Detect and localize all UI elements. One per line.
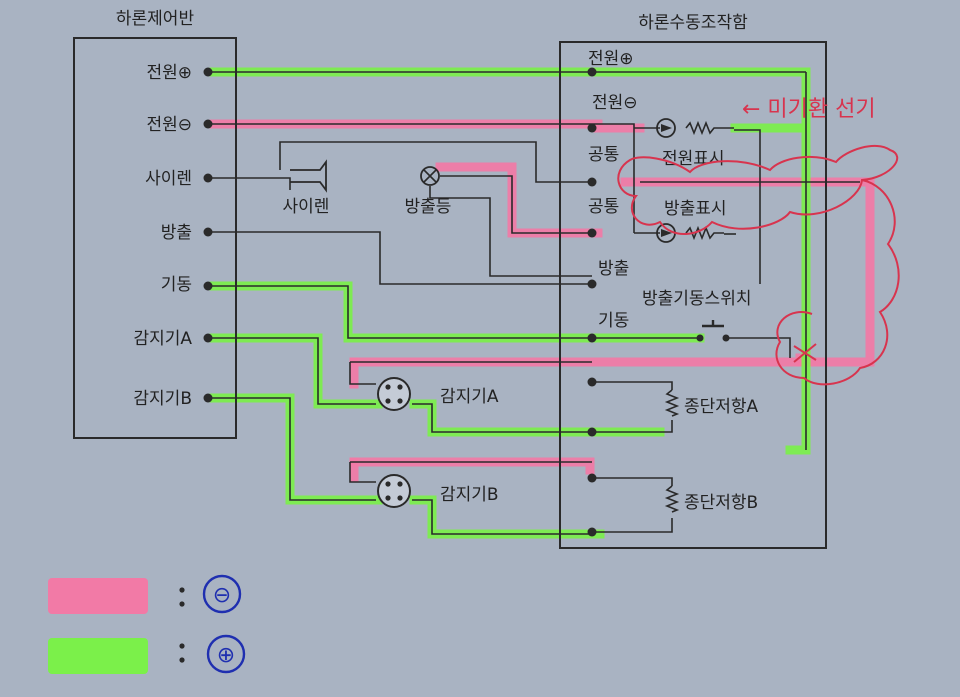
terminal-dot <box>203 333 213 343</box>
halon-control-panel-title: 하론제어반 <box>116 9 195 29</box>
terminal-dot <box>203 173 213 183</box>
legend-minus-circle <box>202 574 242 614</box>
detector-b-icon <box>377 474 411 508</box>
handwritten-note: ← 미기환 선기 <box>742 97 876 122</box>
left-terminal-power-minus: 전원⊖ <box>146 115 192 135</box>
legend: ⊖ ⊕ <box>48 574 246 674</box>
left-terminal-siren: 사이렌 <box>145 169 192 189</box>
manual-operation-box <box>559 41 827 549</box>
halon-control-panel-box <box>73 37 237 439</box>
right-terminal-start: 기동 <box>598 311 629 331</box>
terminal-dot <box>587 123 597 133</box>
left-terminal-release: 방출 <box>161 223 192 243</box>
terminal-dot <box>203 281 213 291</box>
red-pen-marks <box>617 145 900 386</box>
end-resistor-b-label: 종단저항B <box>684 493 758 513</box>
release-lamp-label: 방출등 <box>405 197 452 217</box>
right-terminal-release: 방출 <box>598 259 629 279</box>
detector-b-label: 감지기B <box>440 485 499 505</box>
right-terminal-common-2: 공통 <box>588 197 619 217</box>
end-resistor-a-label: 종단저항A <box>684 397 759 417</box>
release-start-switch-label: 방출기동스위치 <box>642 289 751 309</box>
resistor-power-lamp <box>685 120 734 136</box>
terminal-dot <box>203 227 213 237</box>
siren-label: 사이렌 <box>283 197 330 217</box>
power-indicator-label: 전원표시 <box>662 149 725 169</box>
legend-positive-symbol: ⊕ <box>217 643 235 668</box>
right-terminal-common-1: 공통 <box>588 145 619 165</box>
left-terminals: 전원⊕ 전원⊖ 사이렌 방출 기동 감지기A 감지기B <box>133 63 213 409</box>
resistor-a-zigzag <box>664 389 680 417</box>
legend-negative-symbol: ⊖ <box>213 583 231 608</box>
left-terminal-detector-a: 감지기A <box>133 329 192 349</box>
resistor-release-lamp <box>685 225 724 241</box>
left-terminal-start: 기동 <box>161 275 192 295</box>
terminal-dot <box>203 119 213 129</box>
power-indicator-lamp-icon <box>656 118 676 138</box>
left-terminal-power-plus: 전원⊕ <box>146 63 192 83</box>
siren-icon <box>290 159 327 193</box>
right-terminal-power-plus: 전원⊕ <box>588 49 634 69</box>
right-terminal-power-minus: 전원⊖ <box>592 93 638 113</box>
resistor-b-zigzag <box>664 485 680 513</box>
manual-operation-box-title: 하론수동조작함 <box>638 13 748 33</box>
release-indicator-label: 방출표시 <box>664 199 727 219</box>
detector-a-label: 감지기A <box>440 387 499 407</box>
negative-highlight-wires <box>209 119 875 483</box>
detector-a-icon <box>377 377 411 411</box>
terminal-dot <box>587 473 597 483</box>
release-lamp-icon <box>420 166 440 186</box>
left-terminal-detector-b: 감지기B <box>133 389 192 409</box>
legend-swatch-positive <box>48 638 148 674</box>
terminal-dot <box>587 527 597 537</box>
legend-swatch-negative <box>48 578 148 614</box>
legend-plus-circle <box>206 634 246 674</box>
terminal-dot <box>203 393 213 403</box>
release-start-switch-icon <box>696 320 730 342</box>
terminal-dot <box>203 67 213 77</box>
